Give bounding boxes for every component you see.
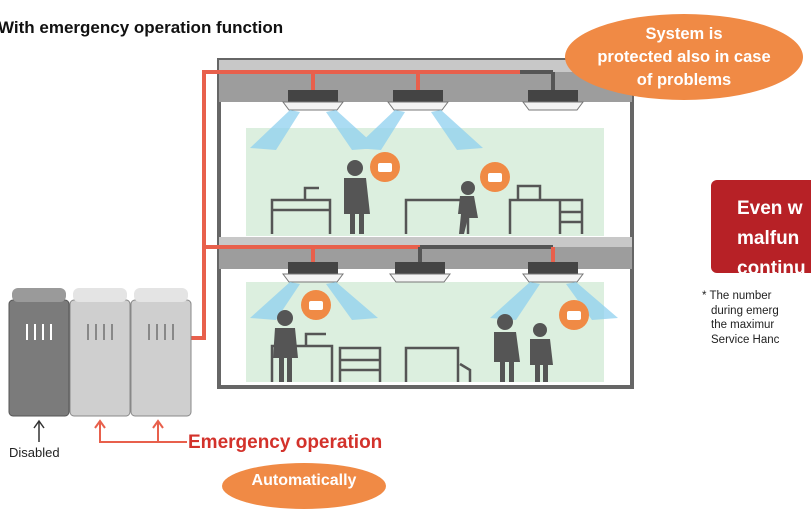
footnote-line-4: Service Hanc: [711, 333, 780, 346]
building: [217, 58, 634, 389]
piping: [191, 70, 555, 340]
bubble-line-2: protected also in case: [597, 47, 771, 66]
automatically-badge: Automatically: [222, 463, 386, 509]
outdoor-units: [8, 288, 192, 417]
emergency-operation-label: Emergency operation: [188, 432, 383, 453]
protection-bubble: System is protected also in case of prob…: [565, 14, 803, 100]
bubble-line-3: of problems: [636, 70, 732, 89]
system-diagram: [8, 58, 634, 443]
thumbs-up-icons: [301, 152, 589, 330]
airflow: [250, 110, 618, 320]
callout-line-1: Even w: [737, 198, 803, 219]
footnote-line-2: during emerg: [711, 304, 779, 317]
callout-line-2: malfun: [737, 228, 800, 249]
upper-room: [246, 128, 604, 236]
page-title: With emergency operation function: [0, 18, 284, 37]
footnote-line-1: * The number: [702, 290, 772, 302]
footnote: * The number during emerg the maximur Se…: [702, 289, 811, 347]
footnote-line-3: the maximur: [711, 319, 775, 331]
emergency-arrows: [94, 419, 187, 443]
indoor-units: [282, 90, 584, 283]
bubble-line-1: System is: [645, 24, 723, 43]
lower-room: [246, 282, 604, 382]
disabled-label: Disabled: [9, 445, 60, 460]
callout-line-3: continu: [737, 258, 806, 279]
disabled-arrow: [33, 419, 45, 442]
people: [273, 160, 553, 382]
malfunction-callout: Even w malfun continu: [711, 180, 811, 279]
